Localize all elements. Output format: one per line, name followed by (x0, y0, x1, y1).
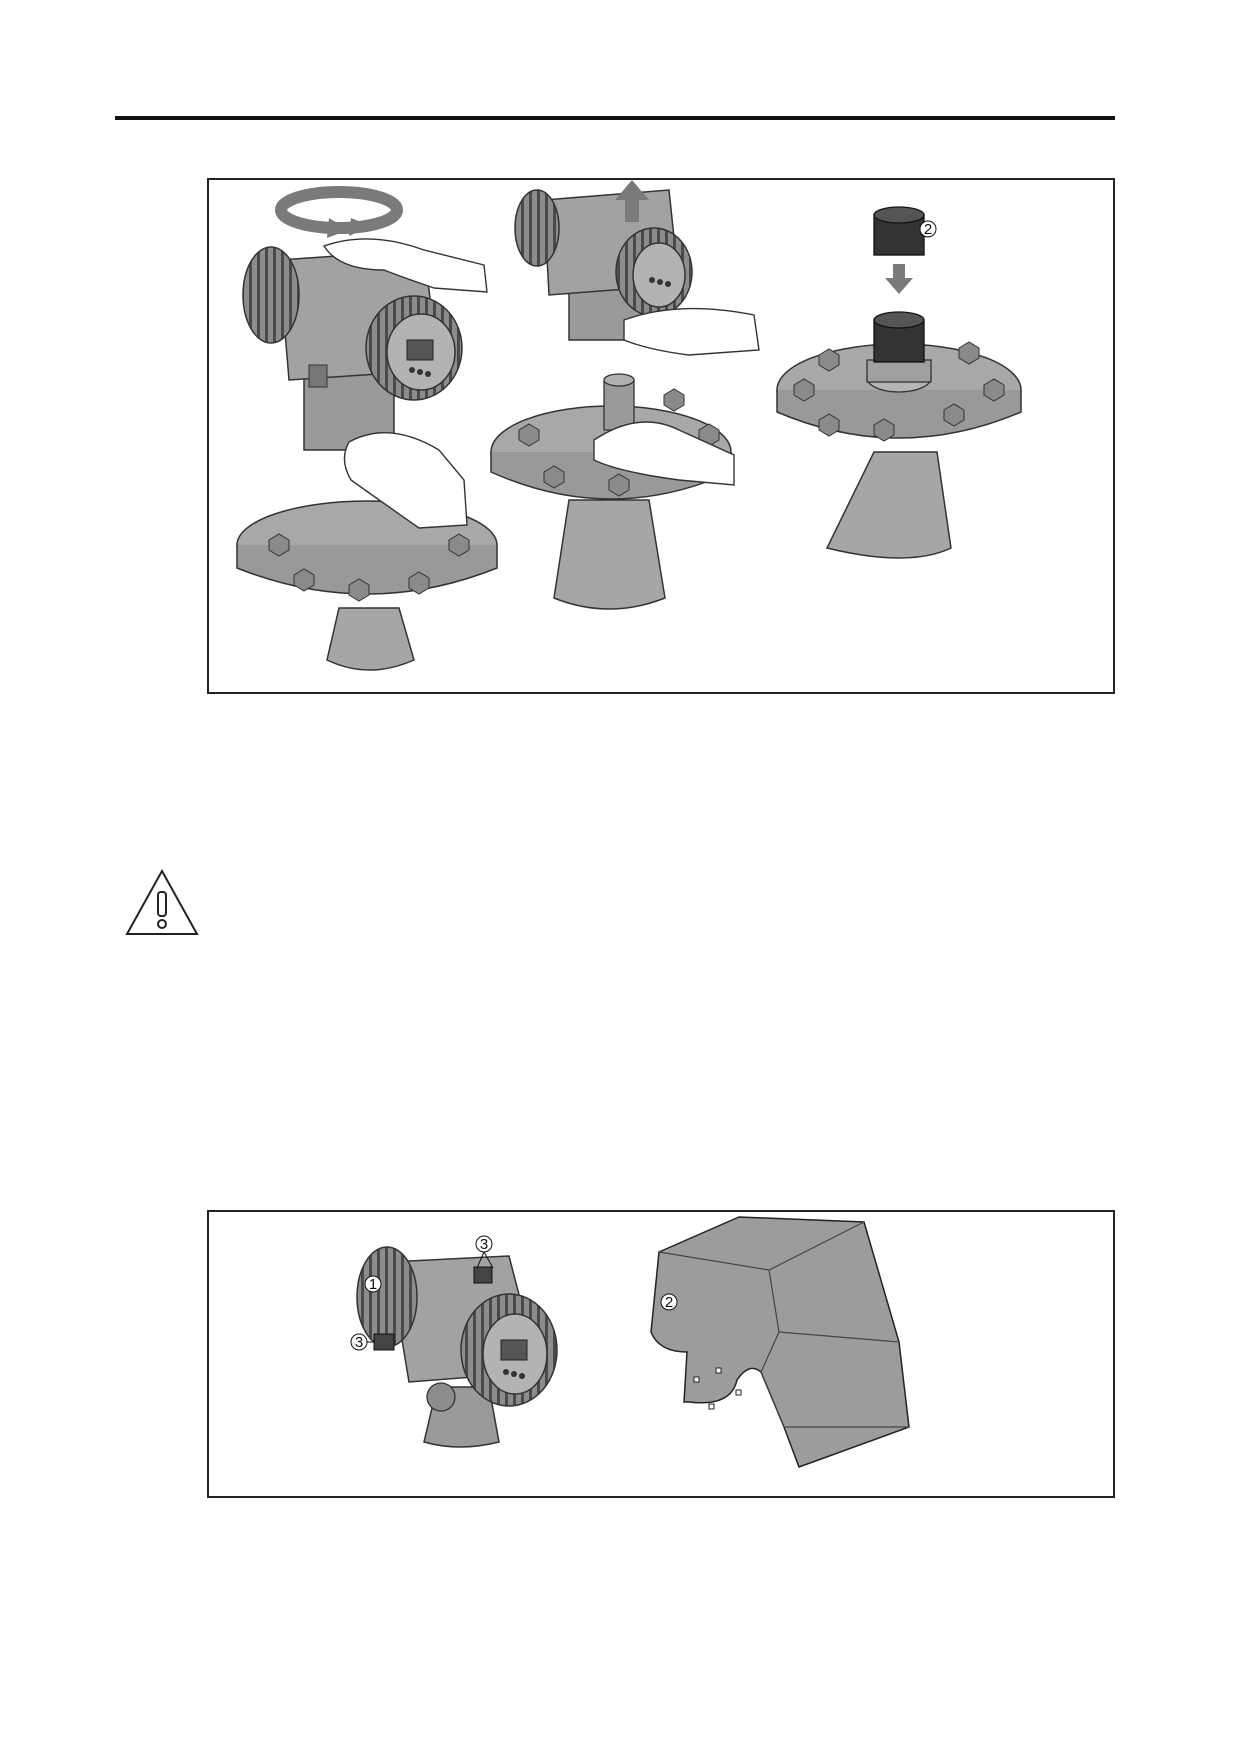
figure-housing-removal-drawing: 2 (236, 180, 1022, 671)
up-arrow-icon (615, 180, 649, 222)
callout-2-marker: 2 (660, 1293, 678, 1311)
figure-sun-cover: 1 3 3 2 (207, 1210, 1115, 1498)
callout-2-marker: 2 (919, 220, 937, 238)
warning-triangle-icon (125, 868, 199, 935)
callout-2-label: 2 (665, 1294, 673, 1311)
callout-2-label: 2 (924, 221, 932, 238)
callout-3-side-label: 3 (355, 1334, 363, 1351)
panel-unscrew (236, 186, 498, 671)
header-rule (115, 116, 1115, 120)
panel-cap: 2 (776, 206, 1022, 559)
callout-3-top-marker: 3 (475, 1235, 494, 1269)
rotate-arrow-icon (275, 186, 403, 238)
sun-cover (650, 1216, 910, 1468)
transmitter-housing (356, 1246, 558, 1448)
figure-sun-cover-drawing: 1 3 3 2 (350, 1216, 910, 1468)
callout-3-side-marker: 3 (350, 1333, 375, 1351)
callout-3-top-label: 3 (480, 1236, 488, 1253)
panel-lift (490, 180, 760, 610)
figure-housing-removal: 2 (207, 178, 1115, 694)
down-arrow-icon (885, 264, 913, 294)
callout-1-marker: 1 (364, 1275, 382, 1293)
callout-1-label: 1 (369, 1276, 377, 1293)
